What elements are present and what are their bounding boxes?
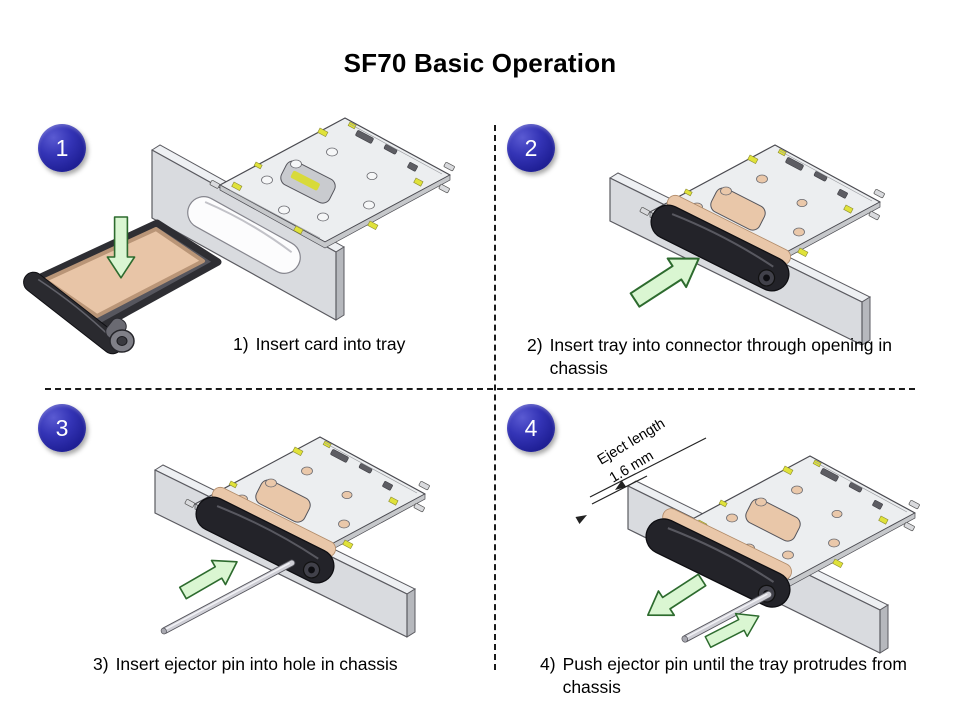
step-2-badge: 2 (507, 124, 555, 172)
page-title: SF70 Basic Operation (343, 48, 617, 78)
step-3-badge: 3 (38, 404, 86, 452)
step-4-caption: 4) Push ejector pin until the tray protr… (540, 653, 913, 700)
step2-illustration (609, 144, 886, 346)
step-1-caption-text: Insert card into tray (255, 334, 406, 354)
step-2-caption-text: Insert tray into connector through openi… (549, 335, 893, 379)
step3-illustration (154, 436, 431, 638)
step-3-caption-text: Insert ejector pin into hole in chassis (115, 654, 398, 674)
step-4-caption-text: Push ejector pin until the tray protrude… (562, 654, 907, 698)
quadrant-divider-horizontal (45, 388, 915, 390)
step-3-number: 3 (55, 414, 69, 441)
step-1-caption-number: 1) (233, 334, 249, 354)
step-1-badge: 1 (38, 124, 86, 172)
step-4-badge: 4 (507, 404, 555, 452)
step-2-number: 2 (524, 134, 538, 161)
step-3-caption-number: 3) (93, 654, 109, 674)
step-1-caption: 1) Insert card into tray (233, 333, 405, 356)
eject-arrow-icon (639, 567, 711, 629)
chassis-slot (187, 196, 301, 274)
step1-illustration (23, 117, 456, 355)
step-4-caption-number: 4) (540, 654, 556, 674)
step-4-number: 4 (524, 414, 538, 441)
quadrant-divider-vertical (494, 125, 496, 670)
step-1-number: 1 (55, 134, 69, 161)
step-2-caption-number: 2) (527, 335, 543, 355)
step4-illustration: Eject length 1.6 mm (575, 416, 921, 655)
step-3-caption: 3) Insert ejector pin into hole in chass… (93, 653, 398, 676)
tray-hinge (105, 317, 135, 353)
step-2-caption: 2) Insert tray into connector through op… (527, 334, 905, 381)
